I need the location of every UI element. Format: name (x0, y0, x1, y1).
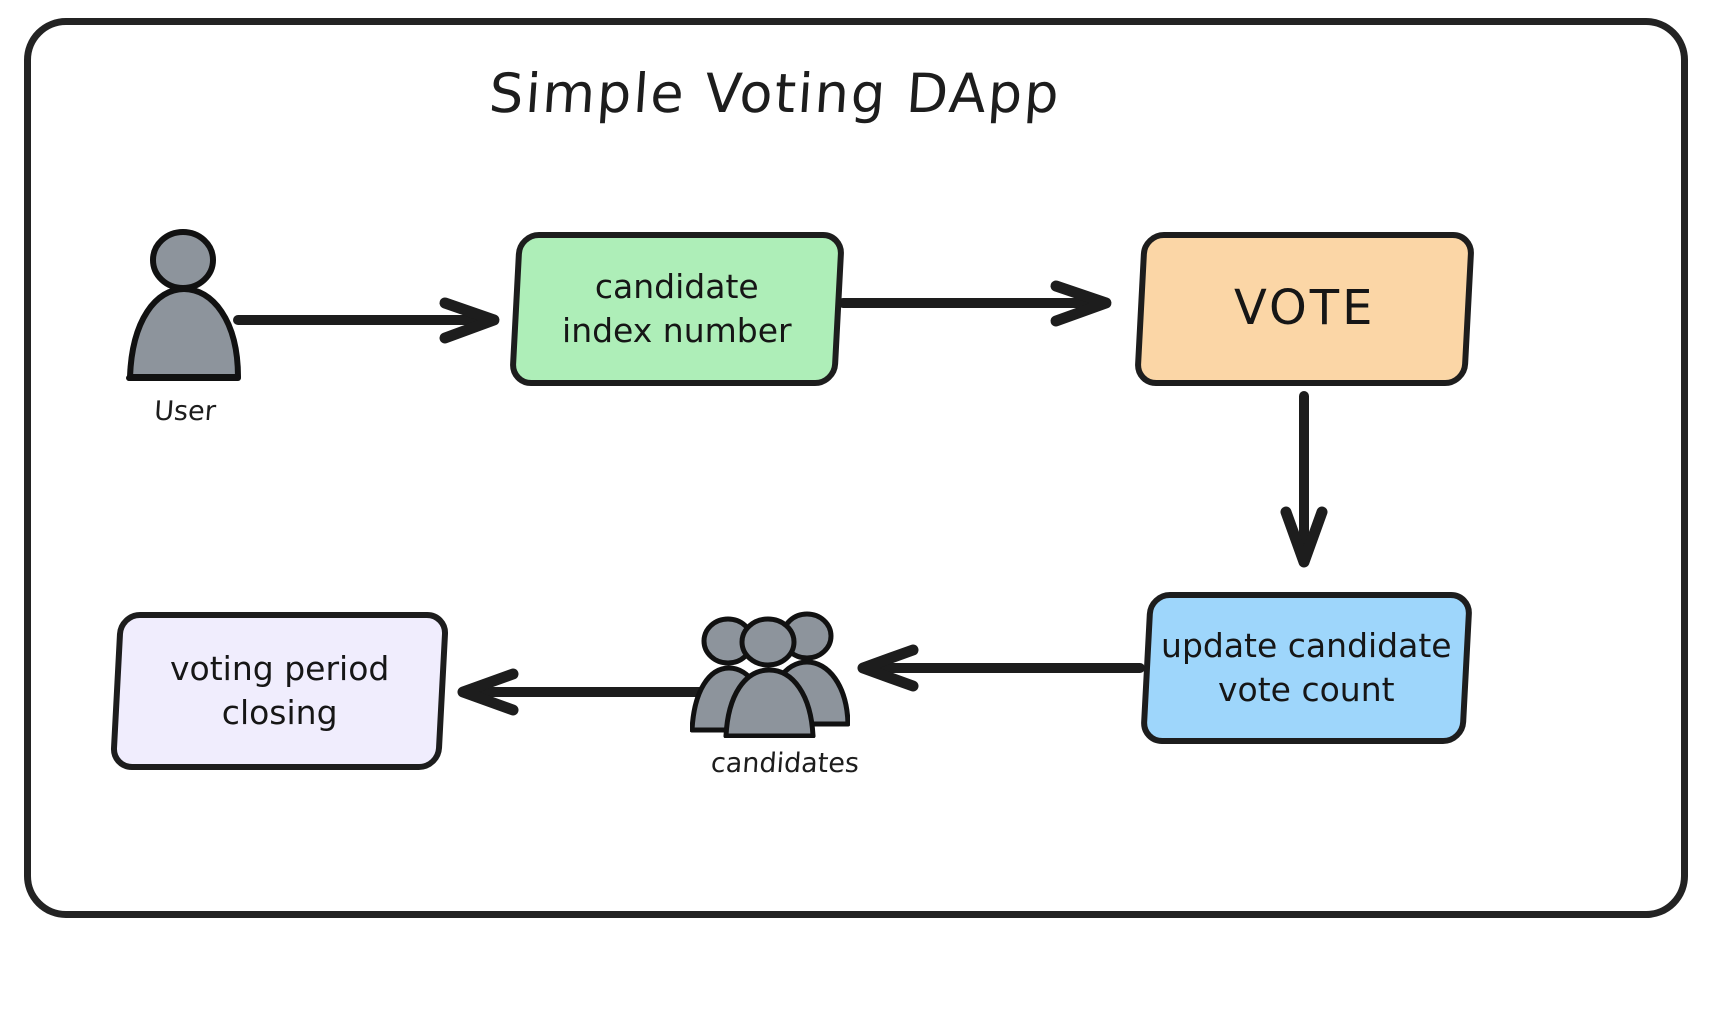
node-candidate-index-label: candidate index number (562, 267, 792, 350)
node-vote[interactable]: VOTE (1133, 232, 1476, 386)
node-voting-closing[interactable]: voting period closing (109, 612, 450, 770)
node-voting-closing-label: voting period closing (169, 649, 390, 732)
diagram-frame (24, 18, 1688, 918)
user-label: User (153, 396, 217, 427)
node-vote-label: VOTE (1233, 280, 1376, 337)
node-candidate-index[interactable]: candidate index number (508, 232, 846, 386)
page-title: Simple Voting DApp (487, 62, 1063, 125)
node-update-count[interactable]: update candidate vote count (1140, 592, 1473, 744)
group-of-people-icon (689, 608, 851, 739)
single-person-icon (120, 225, 250, 385)
candidates-label: candidates (709, 748, 861, 779)
node-update-count-label: update candidate vote count (1161, 626, 1452, 709)
